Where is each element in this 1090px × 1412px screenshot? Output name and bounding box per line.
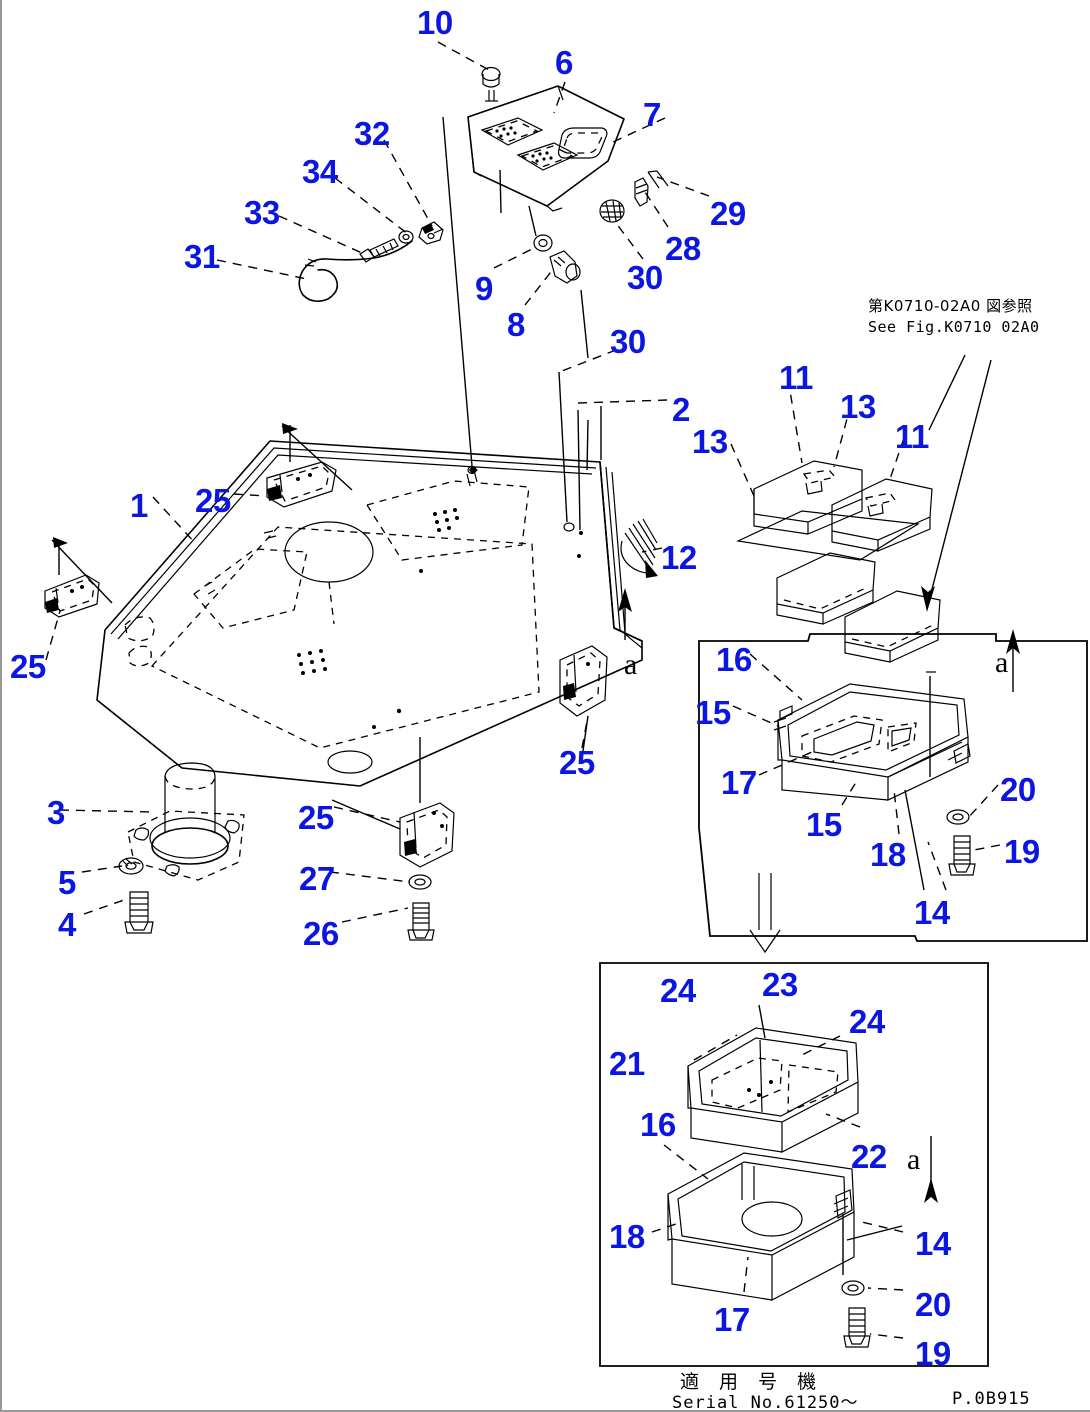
- serial-number-note: Serial No.61250～: [672, 1393, 859, 1412]
- callout-31: 31: [184, 238, 220, 275]
- washer-34: [398, 230, 414, 244]
- callout-25-front: 25: [298, 799, 334, 836]
- callout-16-lower: 16: [640, 1106, 676, 1143]
- callout-25-rear: 25: [195, 482, 231, 519]
- spring-12: [620, 518, 658, 578]
- section-marker-a-inset2: a: [907, 1143, 921, 1176]
- callout-15-upper: 15: [695, 694, 731, 731]
- clamp-32: [418, 221, 444, 245]
- callout-10: 10: [417, 4, 453, 41]
- callout-34: 34: [302, 153, 338, 190]
- callout-13-upper: 13: [840, 388, 876, 425]
- callout-2: 2: [672, 391, 690, 428]
- callout-30-lower: 30: [610, 323, 646, 360]
- callout-24-left: 24: [660, 972, 696, 1009]
- callout-14-upper: 14: [914, 894, 950, 931]
- callout-13-left: 13: [692, 423, 728, 460]
- boot-assembly-3: [127, 762, 245, 881]
- callout-25-right: 25: [559, 744, 595, 781]
- section-marker-a-main: a: [624, 648, 638, 681]
- callout-30-upper: 30: [627, 259, 663, 296]
- callout-14-lower: 14: [915, 1225, 951, 1262]
- knob-10: [481, 66, 501, 102]
- callout-21: 21: [609, 1045, 645, 1082]
- bracket-25-left: [44, 537, 113, 618]
- callout-25-left: 25: [10, 648, 46, 685]
- callout-23: 23: [762, 966, 798, 1003]
- callout-29: 29: [710, 195, 746, 232]
- callout-22: 22: [851, 1138, 887, 1175]
- main-floor-plate: [96, 440, 643, 787]
- callout-7: 7: [643, 96, 661, 133]
- callout-3: 3: [47, 794, 65, 831]
- callout-9: 9: [475, 270, 493, 307]
- callout-5: 5: [58, 864, 76, 901]
- bracket-25-rear: [266, 423, 353, 508]
- assembly-projection-lines: [442, 116, 602, 531]
- callout-33: 33: [244, 194, 280, 231]
- callout-32: 32: [354, 115, 390, 152]
- section-arrow-a-inset2: [924, 1136, 938, 1203]
- bolt-4: [124, 891, 154, 934]
- inset-box-upper: [698, 633, 1088, 954]
- page-code: P.0B915: [952, 1389, 1031, 1409]
- callout-leader-lines: [45, 41, 1001, 923]
- callout-26: 26: [303, 915, 339, 952]
- harness-31: [298, 240, 413, 303]
- top-console-panel: [467, 85, 625, 212]
- callout-19-lower: 19: [915, 1335, 951, 1372]
- bracket-25-front: [331, 737, 455, 868]
- callout-11-right: 11: [895, 418, 929, 455]
- bolt-33: [359, 238, 399, 263]
- callout-8: 8: [507, 306, 525, 343]
- section-arrow-a-main: [618, 588, 632, 640]
- mats-11-13: [735, 359, 992, 663]
- callout-1: 1: [130, 487, 148, 524]
- inset-box-lower: [599, 962, 989, 1367]
- reference-note-en: See Fig.K0710 02A0: [868, 318, 1040, 336]
- callout-18-lower: 18: [609, 1218, 645, 1255]
- callout-4: 4: [58, 906, 76, 943]
- callout-17-lower: 17: [714, 1301, 750, 1338]
- applicable-machine-label: 適 用 号 機: [680, 1371, 824, 1393]
- section-marker-a-inset1: a: [995, 646, 1009, 679]
- callout-17-upper: 17: [721, 764, 757, 801]
- callout-18-upper: 18: [870, 836, 906, 873]
- callout-27: 27: [299, 860, 335, 897]
- callout-11-upper: 11: [779, 359, 813, 396]
- callout-20-upper: 20: [1000, 771, 1036, 808]
- callout-28: 28: [665, 230, 701, 267]
- bolt-26: [407, 902, 435, 941]
- washer-5: [118, 857, 144, 875]
- hardware-cluster-top: [533, 170, 669, 284]
- callout-15-lower: 15: [806, 806, 842, 843]
- reference-note-jp: 第K0710-02A0 図参照: [868, 297, 1033, 315]
- washer-27: [408, 874, 432, 890]
- callout-16-upper: 16: [716, 641, 752, 678]
- callout-19-upper: 19: [1004, 833, 1040, 870]
- callout-6: 6: [555, 44, 573, 81]
- callout-12: 12: [661, 539, 697, 576]
- callout-24-right: 24: [849, 1003, 885, 1040]
- bracket-25-right: [559, 645, 608, 759]
- reference-note-leader: [928, 354, 966, 431]
- callout-20-lower: 20: [915, 1286, 951, 1323]
